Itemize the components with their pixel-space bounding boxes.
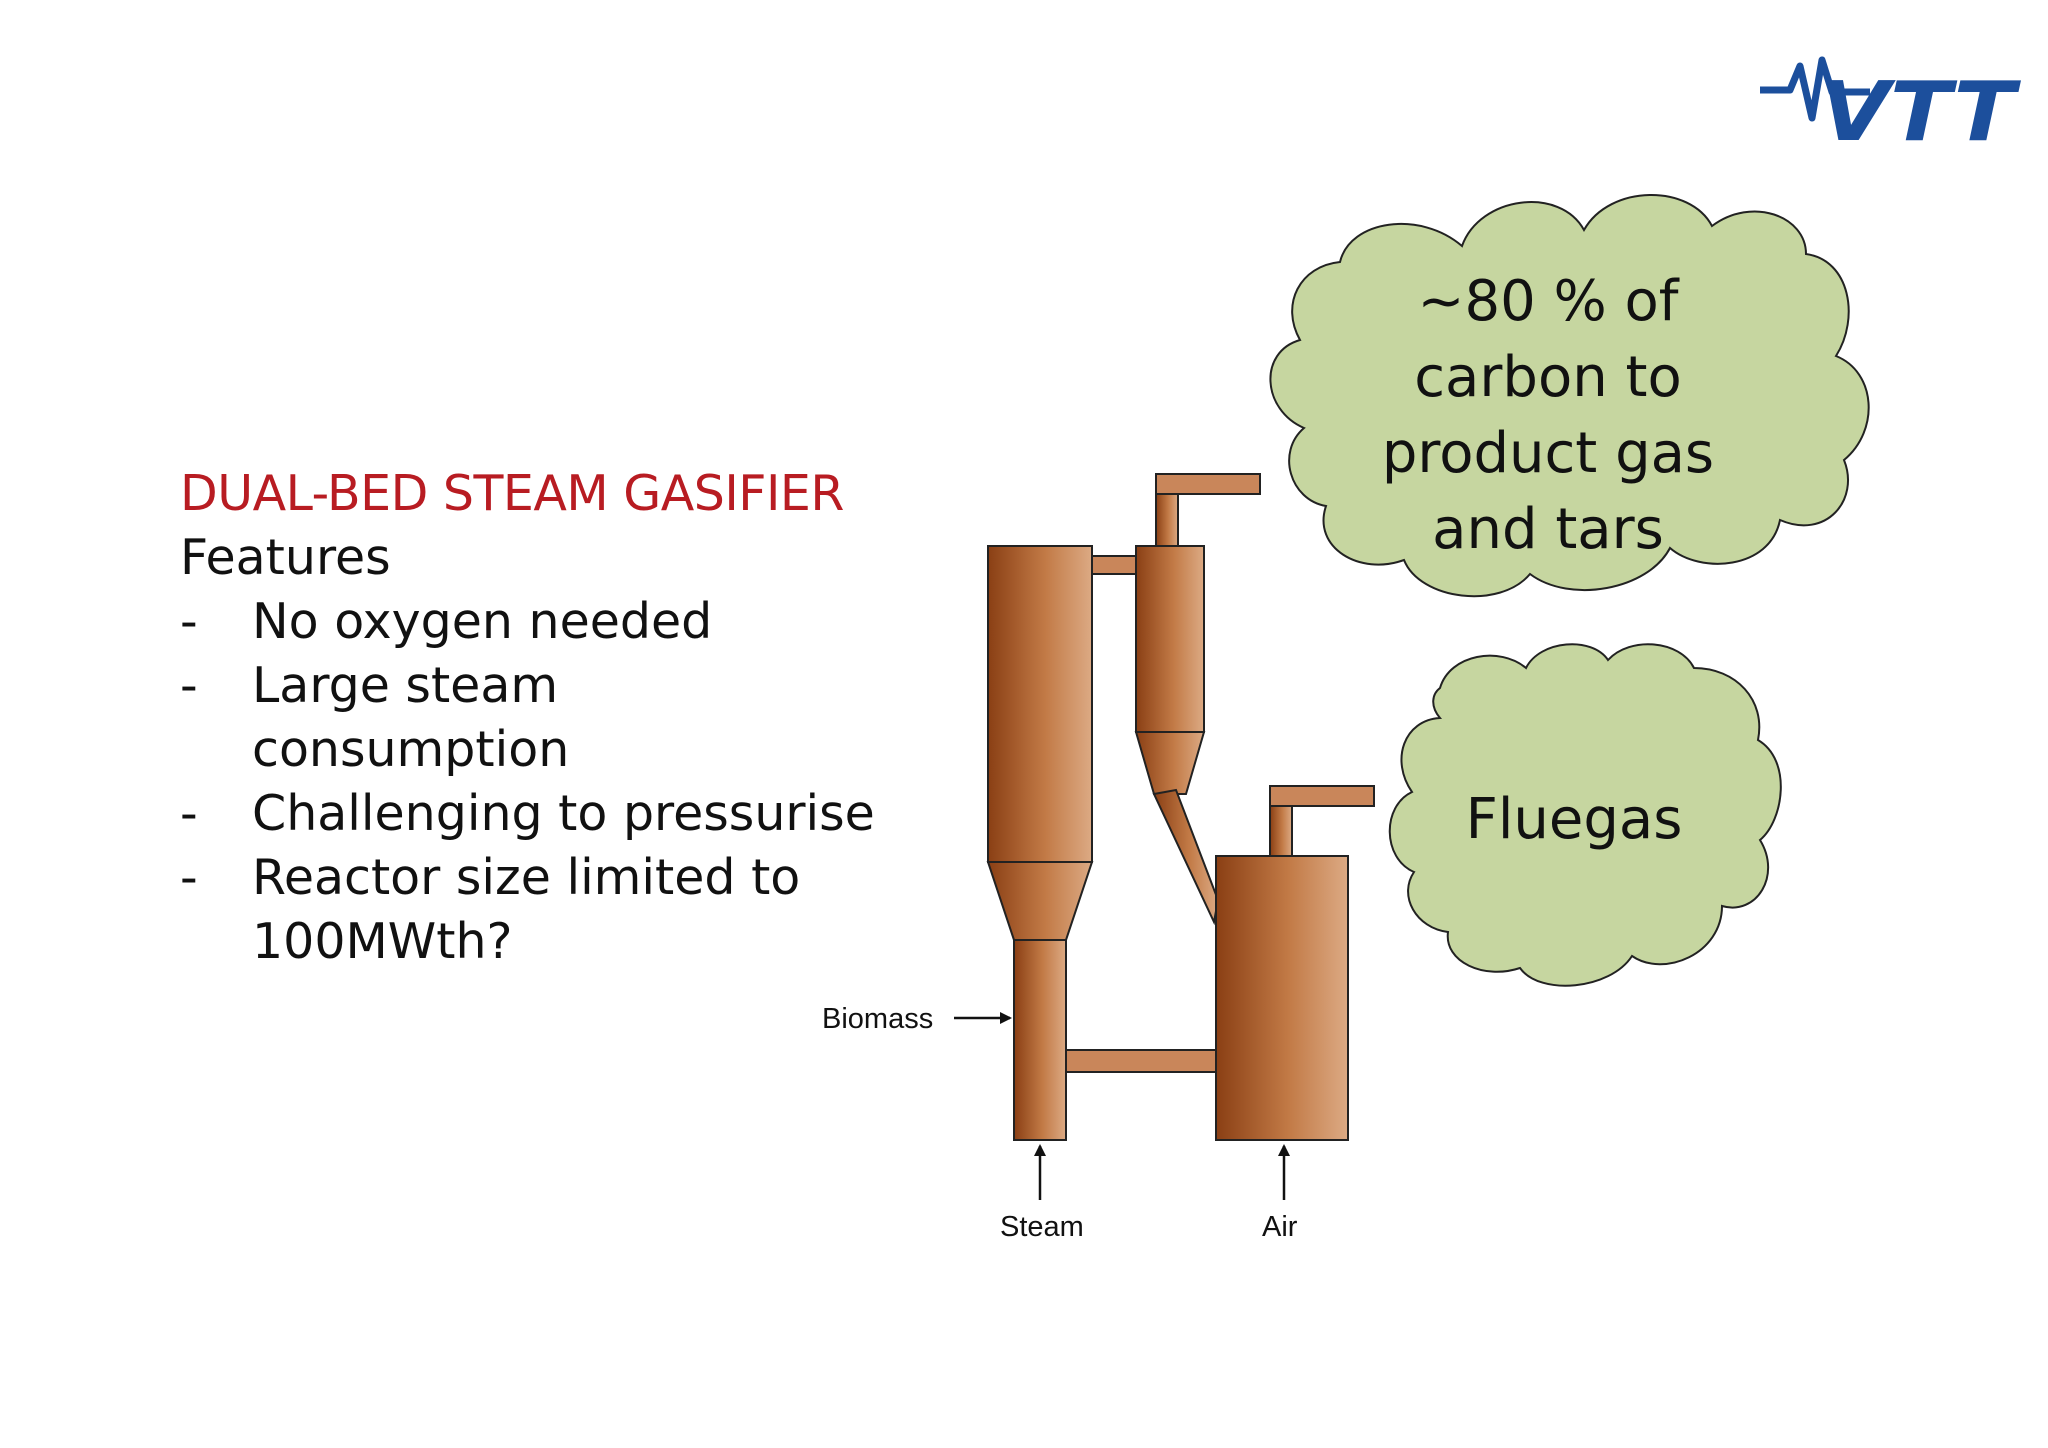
bullet-dash: - — [180, 593, 198, 650]
logo-pulse-icon — [1760, 56, 1870, 122]
bullet-dash: - — [180, 849, 198, 906]
riser-cyclone-connector — [1091, 555, 1137, 575]
product-gas-outlet-pipe — [1155, 473, 1261, 547]
feature-text: No oxygen needed — [252, 593, 713, 650]
fluegas-cloud: Fluegas — [1388, 643, 1782, 987]
fluegas-outlet-pipe — [1269, 785, 1375, 859]
bullet-dash: - — [180, 657, 198, 714]
downcomer-pipe — [1152, 788, 1220, 926]
slide-heading: DUAL-BED STEAM GASIFIER — [180, 465, 844, 522]
product-cloud-line-1: ~80 % of — [1418, 269, 1680, 334]
features-subheading: Features — [180, 529, 391, 586]
product-cloud-line-2: carbon to — [1414, 345, 1681, 410]
feature-item: - No oxygen needed — [180, 590, 880, 654]
cyclone — [1134, 545, 1206, 795]
feature-text: Large steam consumption — [252, 657, 570, 778]
vtt-logo: VTT — [1760, 56, 2022, 160]
logo-text: VTT — [1820, 65, 2022, 160]
air-label: Air — [1262, 1211, 1298, 1243]
feature-text: Challenging to pressurise — [252, 785, 875, 842]
gasifier-reactor — [986, 545, 1094, 1141]
combustor-reactor — [1215, 855, 1349, 1141]
fluegas-cloud-text: Fluegas — [1466, 787, 1683, 852]
bullet-dash: - — [180, 785, 198, 842]
product-cloud-line-4: and tars — [1432, 497, 1664, 562]
product-gas-cloud: ~80 % of carbon to product gas and tars — [1269, 194, 1870, 598]
feature-item: - Reactor size limited to 100MWth? — [180, 846, 880, 974]
steam-label: Steam — [1000, 1211, 1084, 1243]
features-text-block: DUAL-BED STEAM GASIFIER Features - No ox… — [180, 462, 880, 974]
product-cloud-line-3: product gas — [1382, 421, 1714, 486]
loop-seal-connector — [1065, 1049, 1217, 1073]
feature-text: Reactor size limited to 100MWth? — [252, 849, 801, 970]
feature-item: - Challenging to pressurise — [180, 782, 880, 846]
biomass-label: Biomass — [822, 1003, 933, 1035]
feature-item: - Large steam consumption — [180, 654, 880, 782]
